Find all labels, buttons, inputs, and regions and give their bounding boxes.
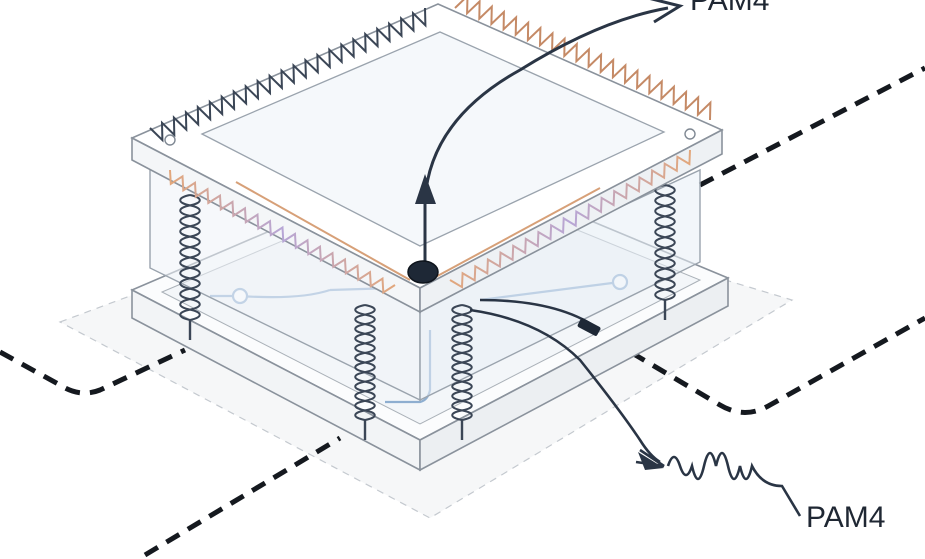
pam4-waveform [666,451,802,517]
sawtooth-edges [149,0,712,295]
connector-icon [577,318,601,336]
spring-coil-icon [654,184,676,301]
arrowhead-icon [415,174,436,204]
spring-coil-icon [179,194,201,321]
dashed-cable-left [0,347,187,396]
arrowhead-icon [638,452,664,470]
sawtooth-edge [454,0,712,121]
sawtooth-edge [169,169,396,295]
top-frame [130,3,724,314]
signal-cable-top [423,0,684,265]
sawtooth-edge [449,149,691,289]
probe-dot-icon [407,260,439,284]
lid-traces [235,181,601,281]
signal-label-top: PAM4 [690,0,769,17]
dashed-cable-right-upper [698,65,925,188]
spring-coil-icon [354,304,376,421]
mount-hole-left [164,134,176,146]
mount-hole-right [684,128,696,140]
signal-label-bottom: PAM4 [806,501,885,534]
sawtooth-edge [149,7,427,143]
dashed-cable-bottom [143,435,342,558]
dashed-cable-right-lower [608,315,925,415]
